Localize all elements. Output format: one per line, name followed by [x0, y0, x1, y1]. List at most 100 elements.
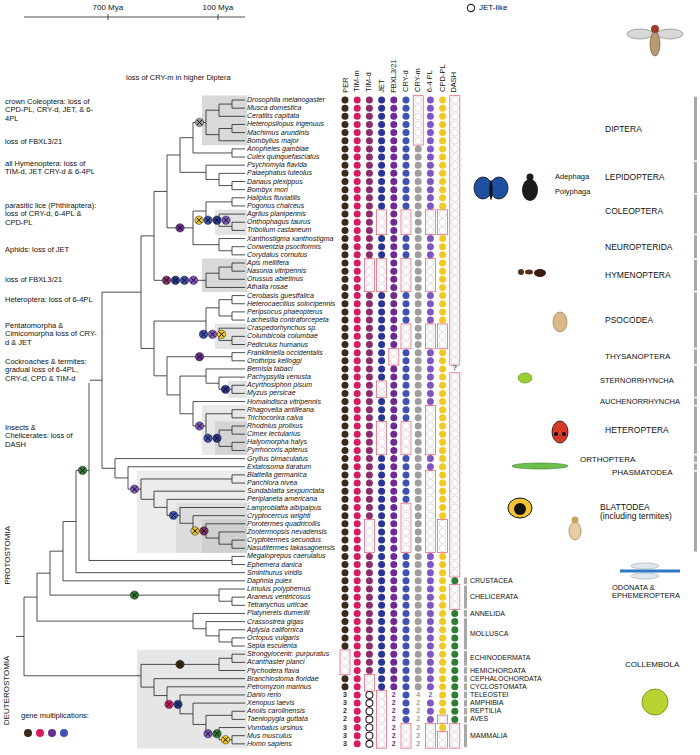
event-annotation: gene multiplications:: [20, 712, 90, 720]
suborder-name: Adephaga: [555, 173, 589, 181]
gene-presence-dot: [451, 276, 458, 283]
gene-presence-dot: [354, 243, 361, 250]
gene-presence-dot: [366, 659, 373, 666]
gene-presence-dot: [451, 618, 458, 625]
tree-branch: [141, 676, 154, 687]
loss-marker: [208, 330, 216, 338]
loss-marker-disc: [165, 700, 173, 708]
loss-marker: [180, 276, 188, 284]
gene-presence-dot: [366, 740, 373, 747]
loss-marker-disc: [169, 511, 177, 519]
gene-presence-dot: [378, 260, 385, 267]
species-name: Halyomorpha halys: [247, 438, 307, 446]
tree-branch: [232, 638, 245, 642]
gene-presence-dot: [415, 202, 422, 209]
gene-presence-dot: [378, 488, 385, 495]
tree-branch: [232, 312, 245, 316]
ant-illustration: [518, 269, 546, 277]
gene-presence-dot: [366, 374, 373, 381]
gene-presence-dot: [390, 455, 397, 462]
group-bar: [694, 292, 697, 348]
copy-number: 3: [343, 740, 347, 748]
gene-presence-dot: [439, 488, 446, 495]
group-name: LEPIDOPTERA: [605, 173, 665, 182]
gene-presence-dot: [342, 178, 349, 185]
gene-presence-dot: [378, 235, 385, 242]
gene-presence-dot: [378, 675, 385, 682]
gene-presence-dot: [366, 447, 373, 454]
gene-presence-dot: [366, 243, 373, 250]
gene-presence-dot: [342, 341, 349, 348]
beetle-illustration: [522, 174, 538, 202]
tree-branch: [115, 468, 128, 478]
gene-presence-dot: [390, 610, 397, 617]
gene-presence-dot: [427, 528, 434, 535]
loss-marker-cross: [196, 218, 201, 223]
gene-presence-dot: [415, 667, 422, 674]
loss-marker: [195, 353, 203, 361]
group-name: COLEOPTERA: [605, 207, 663, 216]
tree-branch: [219, 239, 245, 245]
gene-presence-dot: [415, 97, 422, 104]
tree-branch: [232, 475, 245, 479]
gene-presence-dot: [354, 300, 361, 307]
tree-branch: [232, 479, 245, 483]
tree-branch: [206, 273, 219, 280]
gene-presence-dot: [390, 618, 397, 625]
gene-presence-dot: [403, 308, 410, 315]
tree-branch: [206, 202, 232, 211]
gene-presence-dot: [342, 537, 349, 544]
gene-presence-dot: [366, 154, 373, 161]
gene-presence-dot: [403, 431, 410, 438]
gene-presence-dot: [390, 528, 397, 535]
gene-presence-dot: [342, 594, 349, 601]
species-name: Corydalus cornutus: [247, 251, 307, 259]
gene-presence-dot: [390, 317, 397, 324]
gene-presence-dot: [403, 97, 410, 104]
group-name: ECHINODERMATA: [470, 654, 530, 662]
loss-marker-cross: [173, 278, 178, 283]
gene-presence-dot: [354, 708, 361, 715]
gene-presence-dot: [427, 626, 434, 633]
gene-presence-dot: [451, 178, 458, 185]
gene-presence-dot: [427, 398, 434, 405]
species-name: Pyrrhocoris apterus: [247, 446, 308, 454]
gene-presence-dot: [415, 325, 422, 332]
gene-presence-dot: [451, 504, 458, 511]
loss-marker-cross: [192, 528, 197, 533]
gene-presence-dot: [415, 137, 422, 144]
tree-branch: [232, 446, 245, 450]
gene-presence-dot: [342, 284, 349, 291]
loss-marker: [213, 729, 221, 737]
gene-presence-dot: [378, 382, 385, 389]
gene-presence-dot: [366, 390, 373, 397]
gene-presence-dot: [439, 586, 446, 593]
gene-presence-dot: [415, 243, 422, 250]
gene-presence-dot: [378, 455, 385, 462]
gene-presence-dot: [451, 137, 458, 144]
tree-branch: [232, 336, 245, 340]
clade-shading: [202, 96, 250, 146]
gene-presence-dot: [439, 211, 446, 218]
tree-branch: [219, 129, 232, 135]
gene-presence-dot: [451, 537, 458, 544]
tree-branch: [89, 380, 102, 470]
gene-presence-dot: [342, 154, 349, 161]
gene-presence-dot: [403, 154, 410, 161]
gene-presence-dot: [354, 349, 361, 356]
tree-branch: [232, 198, 245, 202]
gene-presence-dot: [439, 740, 446, 747]
gene-presence-dot: [415, 113, 422, 120]
gene-presence-dot: [427, 121, 434, 128]
tree-branch: [37, 573, 50, 597]
gene-presence-dot: [354, 178, 361, 185]
gene-presence-dot: [403, 243, 410, 250]
gene-presence-dot: [342, 308, 349, 315]
gene-presence-dot: [354, 365, 361, 372]
gene-presence-dot: [427, 504, 434, 511]
gene-presence-dot: [342, 186, 349, 193]
gene-presence-dot: [342, 137, 349, 144]
gene-presence-dot: [366, 520, 373, 527]
species-name: Lachesilla contraforcepeta: [247, 316, 329, 324]
gene-presence-dot: [378, 414, 385, 421]
